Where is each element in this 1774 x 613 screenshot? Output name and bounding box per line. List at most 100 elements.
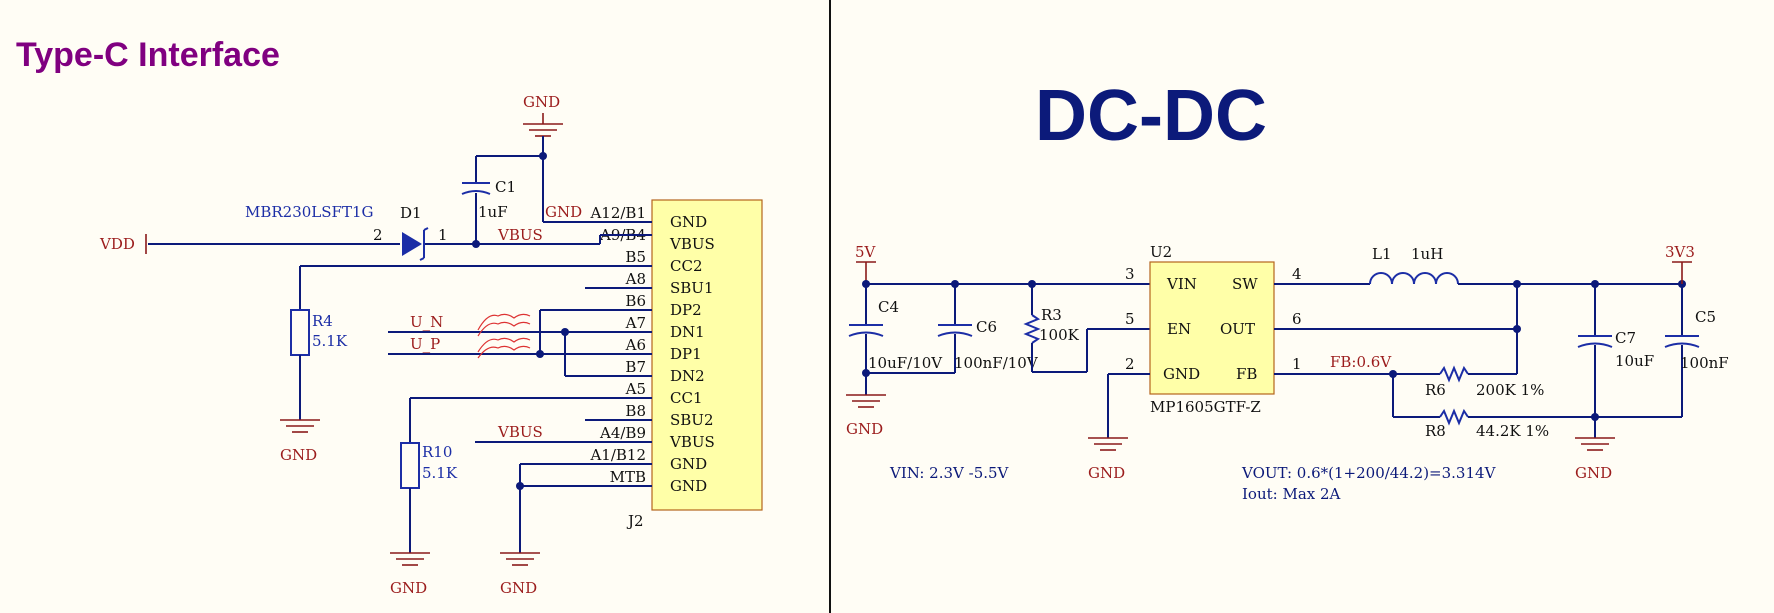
j2-pin-number: B5	[625, 248, 646, 266]
dcdc-ic-u2: U2 MP1605GTF-Z VIN EN GND SW OUT FB 3 5 …	[1125, 243, 1302, 416]
u2-pin-out: OUT	[1220, 320, 1255, 338]
gnd-symbol-top: GND	[523, 93, 563, 137]
u2-num-6: 6	[1292, 310, 1302, 328]
j2-pin-name: GND	[670, 455, 707, 473]
gnd-c4-label: GND	[846, 420, 883, 438]
r3-ref: R3	[1041, 306, 1062, 324]
u-n-label: U_N	[410, 313, 443, 331]
j2-pin-number: MTB	[610, 468, 646, 486]
r8-ref: R8	[1425, 422, 1446, 440]
gnd-symbol-out: GND	[1575, 437, 1615, 482]
vdd-port: VDD	[99, 234, 147, 254]
vbus2-net-label: VBUS	[497, 423, 543, 441]
capacitor-c1: C1 1uF	[461, 156, 516, 244]
j2-pin-name: DN2	[670, 367, 705, 385]
gnd-symbol-r10: GND	[390, 552, 430, 597]
u2-pin-en: EN	[1167, 320, 1191, 338]
j2-pin-name: CC2	[670, 257, 703, 275]
right-title: DC-DC	[1035, 76, 1267, 156]
gnd-r10-label: GND	[390, 579, 427, 597]
c1-value: 1uF	[478, 203, 508, 221]
net-5v-label: 5V	[855, 243, 877, 261]
c4-ref: C4	[878, 298, 899, 316]
inductor-l1: L1 1uH	[1369, 245, 1459, 285]
d1-pin1: 1	[438, 226, 448, 244]
j2-pin-number: A12/B1	[589, 204, 646, 222]
r3-value: 100K	[1039, 326, 1080, 344]
r10-value: 5.1K	[422, 464, 458, 482]
left-title: Type-C Interface	[16, 36, 280, 74]
j2-pin-name: DN1	[670, 323, 705, 341]
j2-pin-number: A5	[625, 380, 646, 398]
j2-pin-number: A8	[625, 270, 646, 288]
capacitor-c6: C6 100nF/10V	[937, 284, 1039, 373]
gnd-symbol-c4: GND	[846, 394, 886, 438]
c7-value: 10uF	[1615, 352, 1654, 370]
u2-num-5: 5	[1125, 310, 1135, 328]
r4-value: 5.1K	[312, 332, 348, 350]
j2-body	[651, 199, 763, 511]
fb-net-label: FB:0.6V	[1330, 353, 1392, 371]
j2-ref: J2	[626, 512, 644, 530]
capacitor-c5: C5 100nF	[1664, 284, 1729, 417]
j2-pin-number: A6	[625, 336, 646, 354]
resistor-r10	[400, 442, 420, 489]
vout-note: VOUT: 0.6*(1+200/44.2)=3.314V	[1241, 464, 1497, 482]
u2-pin-sw: SW	[1232, 275, 1258, 293]
j2-pin-number: B7	[625, 358, 646, 376]
u2-num-2: 2	[1125, 355, 1135, 373]
j2-pin-number: B6	[625, 292, 646, 310]
net-3v3: 3V3	[1665, 243, 1695, 284]
resistor-r6: R6 200K 1%	[1393, 365, 1544, 399]
c1-ref: C1	[495, 178, 516, 196]
gnd-top-label: GND	[523, 93, 560, 111]
c6-ref: C6	[976, 318, 997, 336]
gnd-symbol-r4: GND	[280, 419, 320, 464]
diff-pair-marker	[477, 313, 531, 359]
vdd-label: VDD	[99, 235, 135, 253]
u2-pin-gnd: GND	[1163, 365, 1200, 383]
r4-ref: R4	[312, 312, 333, 330]
u2-part: MP1605GTF-Z	[1150, 398, 1261, 416]
j2-pin-name: DP2	[670, 301, 702, 319]
net-3v3-label: 3V3	[1665, 243, 1695, 261]
r8-value: 44.2K 1%	[1476, 422, 1549, 440]
j2-pin-name: GND	[670, 477, 707, 495]
resistor-r8: R8 44.2K 1%	[1393, 408, 1682, 440]
u2-ref: U2	[1150, 243, 1172, 261]
gnd-symbol-j2: GND	[500, 552, 540, 597]
d1-pin2: 2	[373, 226, 383, 244]
u-p-label: U_P	[410, 335, 440, 353]
c5-ref: C5	[1695, 308, 1716, 326]
j2-pin-name: DP1	[670, 345, 702, 363]
j2-pin-name: VBUS	[669, 433, 715, 451]
resistor-r3: R3 100K	[1023, 284, 1150, 373]
capacitor-c4: C4 10uF/10V	[848, 284, 943, 395]
j2-pin-name: GND	[670, 213, 707, 231]
capacitor-c7: C7 10uF	[1577, 284, 1654, 438]
r10-ref: R10	[422, 443, 452, 461]
d1-ref: D1	[400, 204, 422, 222]
iout-note: Iout: Max 2A	[1242, 485, 1341, 503]
gnd-j2-label: GND	[500, 579, 537, 597]
u2-pin-fb: FB	[1236, 365, 1257, 383]
j2-pin-number: A4/B9	[599, 424, 646, 442]
c6-value: 100nF/10V	[954, 354, 1039, 372]
vin-note: VIN: 2.3V -5.5V	[889, 464, 1010, 482]
c7-ref: C7	[1615, 329, 1636, 347]
c4-value: 10uF/10V	[868, 354, 943, 372]
r6-ref: R6	[1425, 381, 1446, 399]
schottky-diode-d1: MBR230LSFT1G D1 2 1	[245, 203, 448, 261]
gnd-r4-label: GND	[280, 446, 317, 464]
j2-pin-name: SBU1	[670, 279, 713, 297]
j2-pin-number: A1/B12	[589, 446, 646, 464]
j2-pin-number: B8	[625, 402, 646, 420]
resistor-r4	[290, 309, 310, 356]
net-5v: 5V	[855, 243, 877, 284]
gnd-out-label: GND	[1575, 464, 1612, 482]
j2-pin-name: SBU2	[670, 411, 713, 429]
j2-pin-name: CC1	[670, 389, 703, 407]
